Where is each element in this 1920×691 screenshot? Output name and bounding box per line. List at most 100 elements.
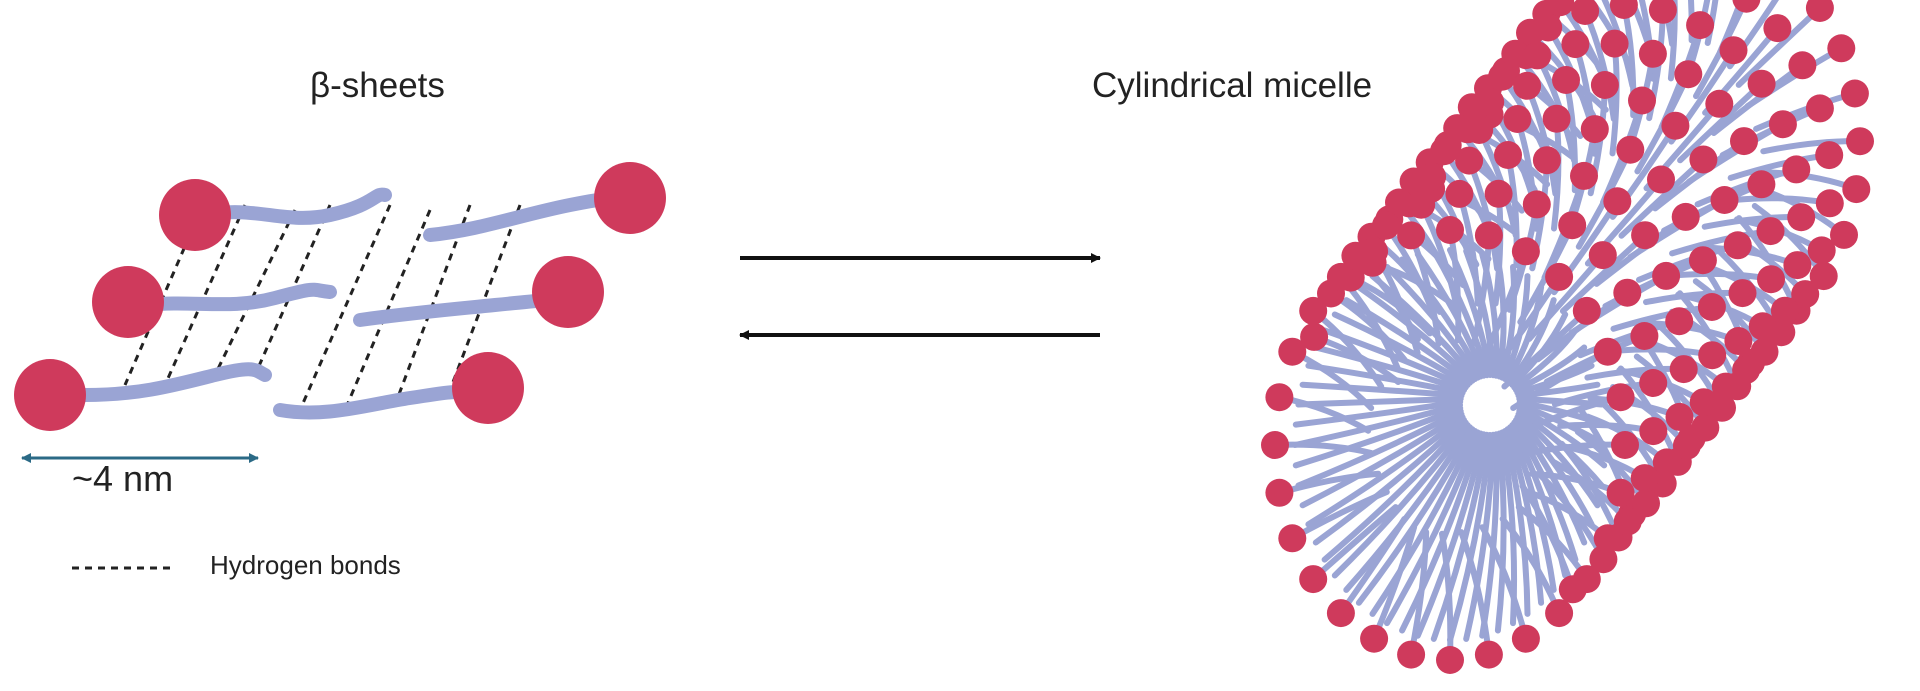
micelle-head: [1710, 186, 1739, 214]
micelle-core-tail: [1513, 344, 1588, 393]
micelle-head: [1522, 190, 1551, 219]
micelle-head: [1632, 489, 1660, 518]
micelle-head: [1732, 0, 1761, 13]
micelle-head: [1724, 327, 1753, 355]
micelle-head: [1791, 280, 1820, 309]
micelle-core-tail: [1355, 426, 1476, 606]
beta-sheets-title: β-sheets: [310, 66, 445, 105]
reversible-arrows-icon: [739, 253, 1101, 340]
micelle-head: [1436, 216, 1464, 244]
micelle-head: [1827, 34, 1856, 63]
micelle-head: [1809, 262, 1838, 291]
micelle-head: [1689, 388, 1718, 417]
micelle-core-tail: [1463, 248, 1497, 379]
micelle-head: [1603, 187, 1632, 216]
micelle-head: [1638, 39, 1667, 68]
micelle-head: [1846, 127, 1874, 156]
micelle-head: [1788, 51, 1817, 80]
scale-label: ~4 nm: [72, 458, 174, 499]
micelle-head: [1807, 236, 1836, 265]
micelle-head: [1488, 62, 1517, 91]
micelle-tail: [1733, 195, 1833, 207]
micelle-head: [1474, 640, 1503, 669]
micelle-head: [1756, 217, 1785, 246]
micelle-head: [1671, 202, 1700, 231]
micelle-core-tail: [1430, 431, 1490, 642]
micelle-head: [1371, 211, 1400, 240]
micelle-head: [1511, 237, 1540, 266]
micelle-head: [1652, 261, 1681, 290]
micelle-head: [1697, 293, 1726, 321]
micelle-head: [1723, 231, 1752, 260]
head-circle: [14, 359, 86, 431]
micelle-head: [1842, 175, 1871, 204]
micelle-head: [1665, 307, 1694, 336]
micelle-head: [1494, 141, 1522, 169]
micelle-head: [1397, 640, 1426, 669]
micelle-head: [1672, 431, 1701, 460]
micelle-head: [1630, 322, 1659, 350]
micelle-core-tail: [1295, 408, 1464, 489]
micelle-core-tail: [1504, 426, 1545, 606]
peptide-heads: [14, 162, 666, 431]
micelle-head: [1691, 413, 1720, 442]
micelle-head: [1647, 165, 1675, 194]
head-circle: [452, 352, 524, 424]
micelle-head: [1787, 203, 1816, 232]
micelle-core-tail: [1463, 431, 1497, 642]
micelle-core-tail: [1516, 408, 1605, 489]
micelle-head: [1669, 355, 1698, 384]
micelle-core-tail: [1343, 297, 1473, 386]
cylindrical-micelle: [1261, 0, 1874, 674]
micelle-core-tail: [1321, 327, 1469, 391]
micelle-core-tail: [1305, 414, 1466, 528]
micelle-head: [1299, 296, 1328, 325]
cylindrical-micelle-title: Cylindrical micelle: [1092, 66, 1373, 105]
micelle-core-tail: [1516, 405, 1608, 469]
micelle-core-tail: [1331, 311, 1471, 388]
micelle-head: [1571, 0, 1600, 25]
micelle-core-tail: [1399, 430, 1484, 634]
micelle-head: [1815, 189, 1844, 218]
micelle-core-tail: [1299, 381, 1465, 399]
beta-sheet-diagram: [14, 162, 666, 570]
micelle-head: [1261, 431, 1289, 459]
micelle-head: [1580, 115, 1609, 144]
micelle-head: [1455, 146, 1484, 175]
micelle-core-tail: [1479, 251, 1500, 379]
micelle-head: [1674, 60, 1703, 89]
micelle-head: [1593, 337, 1622, 366]
micelle-head: [1613, 278, 1642, 307]
micelle-head: [1534, 13, 1563, 42]
micelle-head: [1545, 262, 1574, 291]
micelle-head: [1730, 127, 1758, 156]
micelle-head: [1705, 89, 1734, 118]
micelle-head: [1278, 524, 1307, 553]
micelle-head: [1748, 312, 1777, 341]
micelle-core-tail: [1295, 395, 1464, 408]
micelle-core-tail: [1511, 419, 1579, 563]
micelle-head: [1747, 170, 1776, 199]
micelle-core-tail: [1414, 431, 1487, 639]
micelle-head: [1445, 179, 1474, 208]
micelle-core-tail: [1292, 402, 1463, 448]
hydrogen-bonds-legend-label: Hydrogen bonds: [210, 550, 401, 580]
micelle-core-tail: [1369, 273, 1478, 382]
micelle-head: [1728, 279, 1757, 308]
micelle-head: [1593, 524, 1622, 553]
micelle-head: [1689, 145, 1718, 174]
micelle-head: [1665, 402, 1694, 431]
micelle-head: [1511, 624, 1540, 653]
micelle-tail: [1760, 138, 1863, 155]
micelle-head: [1606, 383, 1635, 412]
micelle-core-tail: [1515, 411, 1601, 509]
micelle-tail: [1667, 0, 1678, 82]
micelle-core-tail: [1292, 398, 1464, 428]
micelle-core-tail: [1499, 263, 1518, 381]
micelle-head: [1418, 162, 1447, 191]
micelle-head: [1265, 383, 1294, 412]
micelle-head: [1523, 41, 1552, 70]
micelle-core-tail: [1305, 362, 1466, 396]
micelle-head: [1501, 39, 1530, 68]
